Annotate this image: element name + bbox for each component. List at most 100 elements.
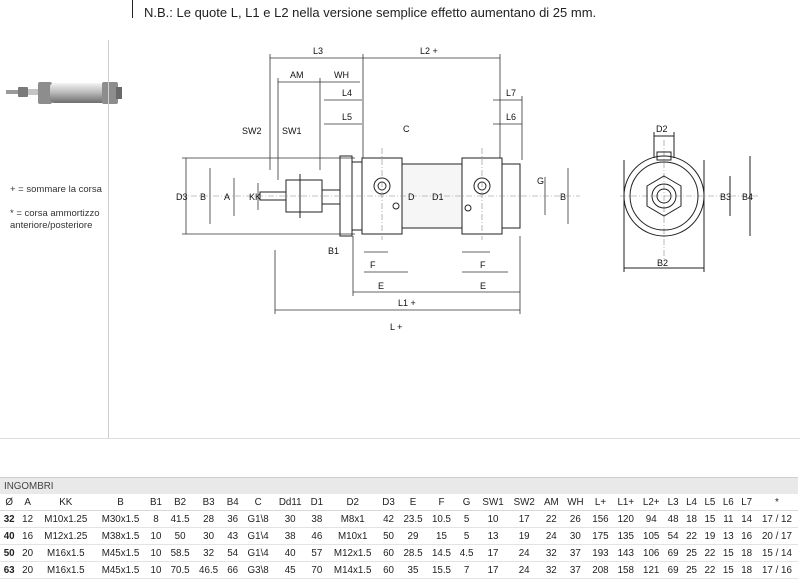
- label-KK: KK: [249, 192, 261, 202]
- table-cell: 143: [613, 544, 639, 562]
- table-cell: 30: [273, 510, 307, 528]
- table-cell: 22: [539, 510, 563, 528]
- table-cell: 22: [682, 527, 701, 545]
- table-cell: 69: [663, 561, 683, 579]
- label-L5: L5: [342, 112, 352, 122]
- label-D2: D2: [656, 124, 668, 134]
- table-cell: 32: [539, 561, 563, 579]
- label-SW2: SW2: [242, 126, 262, 136]
- table-header-cell: E: [398, 494, 428, 511]
- table-cell: 30: [194, 527, 223, 545]
- table-header-cell: L1+: [613, 494, 639, 511]
- table-cell: 18: [737, 561, 756, 579]
- table-cell: 24: [539, 527, 563, 545]
- table-header-cell: B: [94, 494, 147, 511]
- table-cell: 41.5: [165, 510, 195, 528]
- table-cell: 15.5: [427, 561, 456, 579]
- table-header-cell: C: [242, 494, 274, 511]
- label-F1: F: [370, 260, 376, 270]
- label-D: D: [408, 192, 415, 202]
- table-cell: 18: [682, 510, 701, 528]
- label-AM: AM: [290, 70, 304, 80]
- table-cell: 13: [477, 527, 509, 545]
- label-B-left: B: [200, 192, 206, 202]
- table-cell: 23.5: [398, 510, 428, 528]
- table-header-cell: G: [455, 494, 478, 511]
- table-cell: 25: [682, 561, 701, 579]
- table-header-cell: F: [427, 494, 456, 511]
- table-cell: 10: [146, 527, 166, 545]
- table-header-cell: Ø: [0, 494, 19, 511]
- table-cell: 5: [455, 527, 478, 545]
- table-cell: 60: [378, 544, 399, 562]
- table-cell: 70: [306, 561, 328, 579]
- table-cell: 15: [427, 527, 456, 545]
- label-C: C: [403, 124, 410, 134]
- label-B-right: B: [560, 192, 566, 202]
- table-cell: 60: [378, 561, 399, 579]
- table-cell: G1\4: [242, 544, 274, 562]
- table-header-cell: L4: [682, 494, 701, 511]
- label-L2: L2 +: [420, 46, 438, 56]
- table-cell: 58.5: [165, 544, 195, 562]
- table-cell: 46: [306, 527, 328, 545]
- table-cell: 48: [663, 510, 683, 528]
- table-cell: 32: [194, 544, 223, 562]
- table-cell: 10: [146, 561, 166, 579]
- table-cell: 7: [455, 561, 478, 579]
- table-cell: M12x1.5: [327, 544, 379, 562]
- label-B2: B2: [657, 258, 668, 268]
- table-header-cell: KK: [36, 494, 95, 511]
- table-cell: 35: [398, 561, 428, 579]
- table-cell: 40: [273, 544, 307, 562]
- table-cell: 16: [737, 527, 756, 545]
- table-cell: 22: [700, 561, 720, 579]
- table-header-cell: SW2: [508, 494, 540, 511]
- note-text: N.B.: Le quote L, L1 e L2 nella versione…: [144, 5, 597, 20]
- label-G: G: [537, 176, 544, 186]
- table-header-cell: D3: [378, 494, 399, 511]
- table-header-cell: B1: [146, 494, 166, 511]
- table-cell: 17 / 12: [755, 510, 798, 528]
- table-cell: 135: [613, 527, 639, 545]
- table-cell: 70.5: [165, 561, 195, 579]
- table-cell: M14x1.5: [327, 561, 379, 579]
- table-cell: 42: [378, 510, 399, 528]
- table-cell: 28.5: [398, 544, 428, 562]
- label-L4: L4: [342, 88, 352, 98]
- table-cell: 156: [587, 510, 614, 528]
- table-cell: 54: [222, 544, 243, 562]
- table-cell: 10: [146, 544, 166, 562]
- table-cell: 45: [273, 561, 307, 579]
- table-cell: M45x1.5: [94, 561, 147, 579]
- table-cell: M12x1.25: [36, 527, 95, 545]
- table-cell: 13: [719, 527, 738, 545]
- vertical-divider: [108, 40, 109, 438]
- table-header-cell: D2: [327, 494, 379, 511]
- table-cell: M38x1.5: [94, 527, 147, 545]
- table-header-cell: A: [18, 494, 37, 511]
- table-cell: 37: [562, 544, 588, 562]
- table-cell: 17: [477, 561, 509, 579]
- table-cell: 20 / 17: [755, 527, 798, 545]
- table-cell: 50: [165, 527, 195, 545]
- legend-star-line1: * = corsa ammortizzo: [10, 208, 100, 219]
- table-header-cell: L3: [663, 494, 683, 511]
- table-cell: 69: [663, 544, 683, 562]
- end-view: [623, 132, 751, 272]
- label-B3: B3: [720, 192, 731, 202]
- label-D3: D3: [176, 192, 188, 202]
- table-cell: 106: [638, 544, 664, 562]
- table-cell: 15 / 14: [755, 544, 798, 562]
- table-cell: 5: [455, 510, 478, 528]
- table-cell: G1\8: [242, 510, 274, 528]
- table-cell: 26: [562, 510, 588, 528]
- table-cell: 50: [0, 544, 19, 562]
- table-cell: 32: [0, 510, 19, 528]
- label-WH: WH: [334, 70, 349, 80]
